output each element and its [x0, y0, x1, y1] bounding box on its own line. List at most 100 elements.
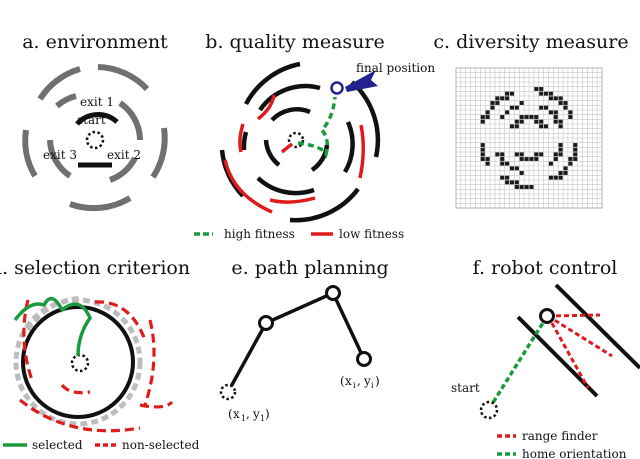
svg-text:(: (: [340, 374, 345, 388]
occupied-cell: [519, 119, 524, 124]
panel-f-title: f. robot control: [473, 257, 618, 279]
occupied-cell: [568, 110, 573, 115]
occupied-cell: [495, 152, 500, 157]
inner-wall: [75, 112, 119, 126]
start-marker: [287, 131, 305, 149]
non-selected-path: [94, 300, 147, 341]
svg-text:(: (: [228, 407, 233, 421]
range-finder-ray: [546, 315, 590, 389]
final-position-arrow: [345, 70, 378, 92]
occupied-cell: [548, 175, 553, 180]
exit-3-label: exit 3: [43, 148, 77, 162]
maze-wall: [263, 139, 281, 167]
final-position-marker: [330, 81, 344, 95]
occupied-cell: [544, 124, 549, 129]
occupied-cell: [514, 180, 519, 185]
occupied-cell: [495, 101, 500, 105]
legend-non-selected-label: non-selected: [122, 438, 200, 452]
maze-wall: [289, 187, 360, 223]
occupied-cell: [480, 157, 485, 161]
start-label: start: [451, 381, 480, 395]
low-fitness-path: [256, 94, 276, 121]
exit-1-label: exit 1: [80, 95, 114, 109]
panel-a-title: a. environment: [22, 31, 168, 53]
outer-wall-segment: [150, 127, 168, 179]
occupied-cell: [519, 115, 524, 119]
wall-right: [554, 283, 640, 370]
occupied-cell: [519, 157, 524, 161]
middle-wall-segment: [118, 100, 143, 141]
occupied-cell: [544, 91, 549, 96]
gray-dashed-ring: [13, 297, 143, 427]
maze-wall: [310, 144, 330, 172]
panel-b-title: b. quality measure: [205, 31, 384, 53]
occupied-cell: [558, 124, 563, 129]
final-position-label: final position: [356, 61, 435, 75]
non-selected-path: [139, 400, 174, 409]
occupied-cell: [519, 101, 524, 105]
occupied-cell: [514, 124, 519, 129]
occupied-cell: [529, 157, 534, 161]
panel-d-title: d. selection criterion: [0, 257, 190, 279]
occupied-cell: [539, 91, 544, 96]
occupied-cell: [548, 161, 553, 166]
occupied-cell: [563, 101, 568, 105]
occupied-cell: [529, 185, 534, 189]
occupied-cell: [573, 152, 578, 157]
panel-a-environment: a. environment start exit 1 exit 3 exit …: [22, 31, 168, 212]
panel-b-quality: b. quality measure final position: [194, 31, 435, 241]
panel-d-selection: d. selection criterion selected non-sele…: [0, 257, 200, 452]
wall-left: [516, 315, 599, 398]
occupied-cell: [514, 119, 519, 124]
waypoint-end: [356, 351, 372, 367]
occupied-cell: [558, 101, 563, 105]
coord-xi-sub: i: [353, 381, 356, 390]
diversity-grid: [456, 68, 602, 208]
occupied-cell: [509, 166, 514, 171]
legend-high-label: high fitness: [224, 227, 295, 241]
occupied-cell: [558, 119, 563, 124]
occupied-cell: [539, 105, 544, 110]
legend-selected-label: selected: [32, 438, 83, 452]
coord-y1: y: [252, 407, 260, 421]
low-fitness-path: [223, 159, 273, 214]
panel-f-robot: f. robot control start range finder home…: [451, 257, 640, 459]
occupied-cell: [490, 101, 495, 105]
occupied-cell: [519, 171, 524, 175]
occupied-cell: [485, 161, 490, 166]
occupied-cell: [534, 152, 539, 157]
occupied-cell: [480, 119, 485, 124]
svg-text:,: ,: [246, 407, 250, 421]
occupied-cell: [500, 115, 505, 119]
occupied-cell: [480, 147, 485, 152]
occupied-cell: [558, 171, 563, 175]
coord-y1-sub: 1: [260, 414, 265, 423]
maze-wall: [343, 121, 355, 174]
coord-x1-sub: 1: [241, 414, 246, 423]
occupied-cell: [505, 110, 510, 115]
black-ring: [21, 305, 135, 419]
occupied-cell: [553, 96, 558, 101]
occupied-cell: [485, 157, 490, 161]
occupied-cell: [524, 185, 529, 189]
start-marker: [85, 130, 105, 150]
occupied-cell: [485, 115, 490, 119]
occupied-cell: [558, 147, 563, 152]
middle-wall-segment: [108, 156, 138, 183]
occupied-cell: [544, 105, 549, 110]
occupied-cell: [563, 166, 568, 171]
non-selected-path: [60, 383, 91, 395]
robot: [539, 308, 555, 324]
occupied-cell: [534, 87, 539, 91]
occupied-cell: [500, 96, 505, 101]
outer-wall-segment: [37, 66, 81, 101]
occupied-cell: [519, 185, 524, 189]
occupied-cell: [558, 175, 563, 180]
occupied-cell: [534, 157, 539, 161]
occupied-cell: [509, 124, 514, 129]
occupied-cell: [509, 180, 514, 185]
occupied-cell: [563, 171, 568, 175]
maze-wall: [241, 131, 249, 151]
gray-dashed-path: [26, 296, 79, 332]
